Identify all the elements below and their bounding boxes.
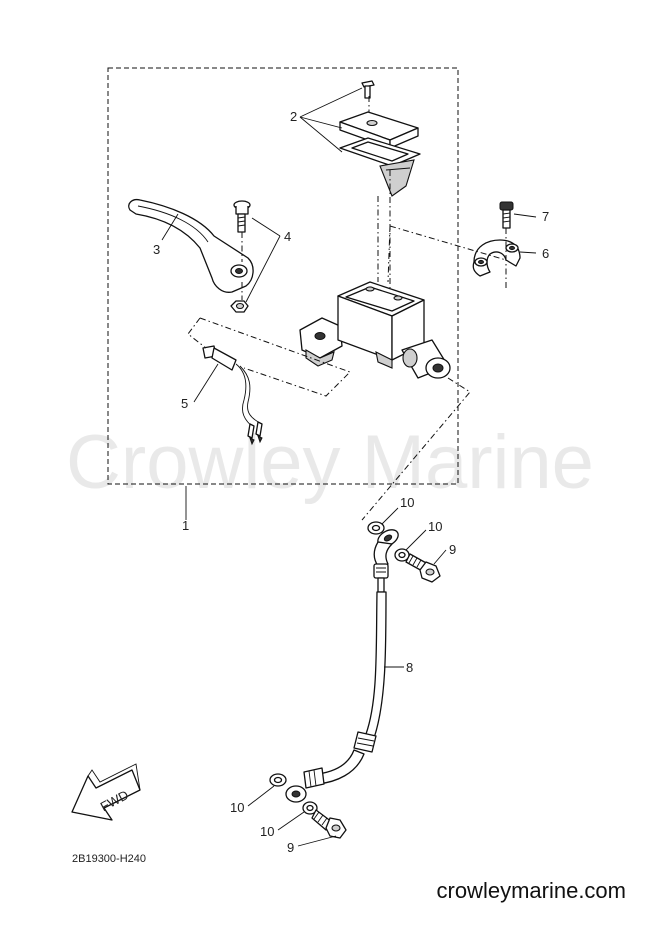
callout-10-lower-b: 10 [260,824,274,839]
leader-lines [161,87,537,847]
callout-4: 4 [284,229,291,244]
callout-6: 6 [542,246,549,261]
part-10-washer-upper-a[interactable] [367,521,385,535]
part-10-washer-lower-a[interactable] [269,773,287,787]
callout-8: 8 [406,660,413,675]
diagram-code: 2B19300-H240 [72,853,146,865]
callout-5: 5 [181,396,188,411]
part-6-holder-clamp[interactable] [472,239,521,277]
part-5-brake-switch[interactable] [202,345,263,446]
part-7-clamp-bolt[interactable] [499,201,514,229]
callout-1: 1 [182,518,189,533]
part-9-union-bolt-lower[interactable] [311,809,347,839]
watermark-text: Crowley Marine [66,420,594,505]
assembly-boundary-box [107,67,459,485]
fwd-arrow-icon: FWD [71,763,141,821]
part-2-reservoir-cap[interactable] [339,80,421,197]
alignment-lines [187,96,507,521]
part-10-washer-lower-b[interactable] [302,801,318,815]
callout-10-lower-a: 10 [230,800,244,815]
part-9-union-bolt-upper[interactable] [405,553,441,583]
callout-10-upper-a: 10 [400,495,414,510]
part-8-brake-hose[interactable] [285,526,401,803]
callout-10-upper-b: 10 [428,519,442,534]
callout-2: 2 [290,109,297,124]
part-10-washer-upper-b[interactable] [394,548,410,562]
master-cylinder-body[interactable] [299,281,451,379]
callout-9-lower: 9 [287,840,294,855]
part-3-brake-lever[interactable] [128,198,254,293]
callout-7: 7 [542,209,549,224]
callout-3: 3 [153,242,160,257]
site-footer: crowleymarine.com [437,878,627,903]
callout-9-upper: 9 [449,542,456,557]
